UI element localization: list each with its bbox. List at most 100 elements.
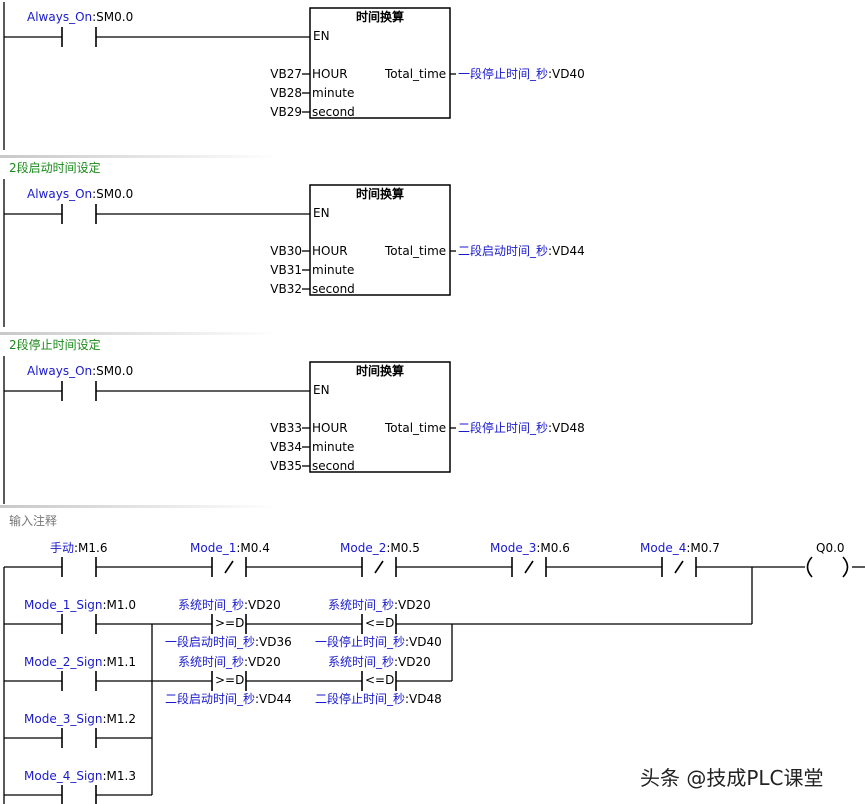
branch-contact-1 <box>61 614 97 634</box>
network-1-pin-out: Total_time <box>385 67 447 81</box>
compare-3-top-label[interactable]: 系统时间_秒:VD20 <box>178 655 281 669</box>
network-3-pin-out: Total_time <box>385 421 447 435</box>
branch-contact-2-label[interactable]: Mode_2_Sign:M1.1 <box>24 655 136 669</box>
network-3-pin-minute: minute <box>312 440 355 454</box>
compare-4-bottom-label[interactable]: 二段停止时间_秒:VD48 <box>315 692 442 706</box>
operand-symbol: 系统时间_秒 <box>328 598 395 612</box>
contact-symbol: Always_On <box>27 364 93 378</box>
network-3-comment[interactable]: 2段停止时间设定 <box>9 338 101 352</box>
network-2-contact-label[interactable]: Always_On:SM0.0 <box>27 187 133 201</box>
network-1-pin-hour: HOUR <box>312 67 348 81</box>
output-address: :VD44 <box>548 244 585 258</box>
network-1-output[interactable]: 一段停止时间_秒:VD40 <box>458 67 585 81</box>
network-3-output[interactable]: 二段停止时间_秒:VD48 <box>458 421 585 435</box>
operand-symbol: 系统时间_秒 <box>178 655 245 669</box>
contact-address: :M1.1 <box>102 655 136 669</box>
watermark-text: 头条 @技成PLC课堂 <box>640 766 824 790</box>
network-2-comment[interactable]: 2段启动时间设定 <box>9 161 101 175</box>
network-2-block-title: 时间换算 <box>355 187 404 201</box>
network-2-contact <box>61 204 97 224</box>
contact-symbol: Always_On <box>27 10 93 24</box>
output-symbol: 二段启动时间_秒 <box>458 244 549 258</box>
output-coil <box>806 556 849 578</box>
contact-symbol: Mode_4_Sign <box>24 769 103 783</box>
contact-symbol: Mode_2_Sign <box>24 655 103 669</box>
network-2-input-second[interactable]: VB32 <box>270 282 302 296</box>
network-1-pin-en: EN <box>313 29 330 43</box>
output-address: :VD40 <box>548 67 585 81</box>
network-2-pin-second: second <box>312 282 355 296</box>
contact-address: :M0.4 <box>236 541 270 555</box>
network-3-time-block <box>309 361 451 473</box>
operand-address: :VD48 <box>405 692 442 706</box>
contact-mode1-label[interactable]: Mode_1:M0.4 <box>190 541 270 555</box>
network-1-input-minute[interactable]: VB28 <box>270 86 302 100</box>
operand-address: :VD40 <box>405 635 442 649</box>
branch-contact-3 <box>61 728 97 748</box>
contact-symbol: Always_On <box>27 187 93 201</box>
network-3-contact-label[interactable]: Always_On:SM0.0 <box>27 364 133 378</box>
coil-label[interactable]: Q0.0 <box>816 541 845 555</box>
contact-symbol: Mode_4 <box>640 541 687 555</box>
network-1-pin-minute: minute <box>312 86 355 100</box>
compare-box-2 <box>361 614 397 634</box>
compare-box-1 <box>211 614 247 634</box>
compare-box-3 <box>211 671 247 691</box>
branch-contact-3-label[interactable]: Mode_3_Sign:M1.2 <box>24 712 136 726</box>
contact-symbol: Mode_2 <box>340 541 387 555</box>
contact-symbol: Mode_3_Sign <box>24 712 103 726</box>
operand-symbol: 系统时间_秒 <box>178 598 245 612</box>
branch-contact-4-label[interactable]: Mode_4_Sign:M1.3 <box>24 769 136 783</box>
operand-address: :VD36 <box>255 635 292 649</box>
network-3-input-second[interactable]: VB35 <box>270 459 302 473</box>
contact-manual <box>61 557 97 577</box>
compare-2-top-label[interactable]: 系统时间_秒:VD20 <box>328 598 431 612</box>
network-separator <box>0 332 280 335</box>
output-address: :VD48 <box>548 421 585 435</box>
network-3-input-minute[interactable]: VB34 <box>270 440 302 454</box>
network-separator <box>0 505 280 508</box>
network-1-contact <box>61 27 97 47</box>
compare-1-top-label[interactable]: 系统时间_秒:VD20 <box>178 598 281 612</box>
network-1-pin-second: second <box>312 105 355 119</box>
network-2-output[interactable]: 二段启动时间_秒:VD44 <box>458 244 585 258</box>
network-4-comment[interactable]: 输入注释 <box>9 514 58 528</box>
network-3-pin-hour: HOUR <box>312 421 348 435</box>
operand-symbol: 一段启动时间_秒 <box>165 635 256 649</box>
compare-2-op: <=D <box>365 616 395 630</box>
compare-box-4 <box>361 671 397 691</box>
network-1-input-second[interactable]: VB29 <box>270 105 302 119</box>
contact-symbol: Mode_3 <box>490 541 537 555</box>
contact-address: :M0.6 <box>536 541 570 555</box>
contact-symbol: Mode_1_Sign <box>24 598 103 612</box>
contact-address: :M1.2 <box>102 712 136 726</box>
contact-mode3-label[interactable]: Mode_3:M0.6 <box>490 541 570 555</box>
contact-address: :M1.3 <box>102 769 136 783</box>
branch-contact-1-label[interactable]: Mode_1_Sign:M1.0 <box>24 598 136 612</box>
contact-mode3 <box>511 557 547 577</box>
network-1-time-block <box>309 7 451 119</box>
compare-4-top-label[interactable]: 系统时间_秒:VD20 <box>328 655 431 669</box>
network-2-input-minute[interactable]: VB31 <box>270 263 302 277</box>
contact-mode4-label[interactable]: Mode_4:M0.7 <box>640 541 720 555</box>
network-3-input-hour[interactable]: VB33 <box>270 421 302 435</box>
network-1-contact-label[interactable]: Always_On:SM0.0 <box>27 10 133 24</box>
contact-symbol: 手动 <box>50 541 75 555</box>
network-separator <box>0 155 280 158</box>
network-1-input-hour[interactable]: VB27 <box>270 67 302 81</box>
operand-address: :VD20 <box>244 655 281 669</box>
contact-manual-label[interactable]: 手动:M1.6 <box>50 541 108 555</box>
compare-2-bottom-label[interactable]: 一段停止时间_秒:VD40 <box>315 635 442 649</box>
network-2-time-block <box>309 184 451 296</box>
network-3-block-title: 时间换算 <box>355 364 404 378</box>
compare-1-bottom-label[interactable]: 一段启动时间_秒:VD36 <box>165 635 292 649</box>
contact-mode2-label[interactable]: Mode_2:M0.5 <box>340 541 420 555</box>
contact-address: :M0.7 <box>686 541 720 555</box>
contact-address: :SM0.0 <box>92 10 134 24</box>
network-3-pin-en: EN <box>313 383 330 397</box>
network-2-input-hour[interactable]: VB30 <box>270 244 302 258</box>
operand-address: :VD44 <box>255 692 292 706</box>
compare-3-bottom-label[interactable]: 二段启动时间_秒:VD44 <box>165 692 292 706</box>
operand-symbol: 二段停止时间_秒 <box>315 692 406 706</box>
network-2-pin-out: Total_time <box>385 244 447 258</box>
